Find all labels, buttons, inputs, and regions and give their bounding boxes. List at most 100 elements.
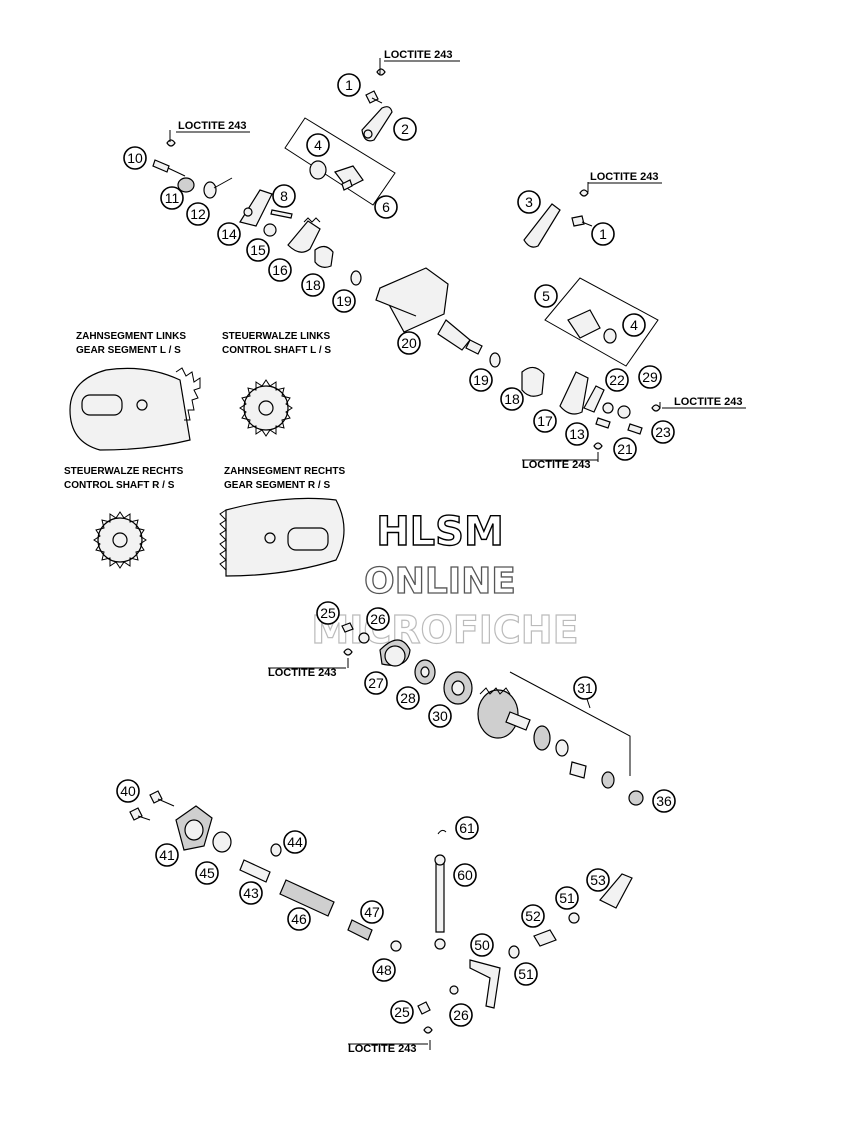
callout-number: 45 [199, 865, 215, 881]
callout-circle [514, 962, 538, 986]
callout-number: 4 [630, 317, 638, 333]
callout-19: 19 [469, 368, 493, 392]
loctite-label: LOCTITE 243 [522, 459, 590, 471]
callout-4: 4 [306, 133, 330, 157]
callout-27: 27 [364, 671, 388, 695]
callout-number: 4 [314, 137, 322, 153]
callout-circle [195, 861, 219, 885]
callout-circle [160, 186, 184, 210]
callout-circle [517, 190, 541, 214]
callout-22: 22 [605, 368, 629, 392]
loctite-label: LOCTITE 243 [384, 49, 452, 61]
callout-47: 47 [360, 900, 384, 924]
reference-sketches [69, 367, 345, 577]
callout-number: 61 [459, 820, 475, 836]
callout-number: 19 [473, 372, 489, 388]
callout-number: 8 [280, 188, 288, 204]
callout-number: 26 [453, 1007, 469, 1023]
callout-circle [393, 117, 417, 141]
callout-28: 28 [396, 686, 420, 710]
callout-circle [239, 881, 263, 905]
callout-number: 29 [642, 369, 658, 385]
callout-circle [186, 202, 210, 226]
callout-16: 16 [268, 258, 292, 282]
callout-19: 19 [332, 289, 356, 313]
callout-number: 1 [345, 77, 353, 93]
callout-23: 23 [651, 420, 675, 444]
callout-number: 48 [376, 962, 392, 978]
part-shapes-middle [341, 622, 644, 806]
callout-circle [364, 671, 388, 695]
callout-circle [586, 868, 610, 892]
callout-number: 60 [457, 867, 473, 883]
caption-control-shaft-right-de: STEUERWALZE RECHTS [64, 466, 184, 477]
callout-circle [217, 222, 241, 246]
callout-1: 1 [591, 222, 615, 246]
callout-25: 25 [316, 601, 340, 625]
callout-number: 1 [599, 226, 607, 242]
callout-51: 51 [555, 886, 579, 910]
callout-circle [652, 789, 676, 813]
callout-number: 25 [320, 605, 336, 621]
callout-number: 18 [305, 277, 321, 293]
callout-number: 52 [525, 908, 541, 924]
callout-11: 11 [160, 186, 184, 210]
callout-circle [651, 420, 675, 444]
callout-circle [622, 313, 646, 337]
callout-number: 47 [364, 904, 380, 920]
callout-circle [360, 900, 384, 924]
callout-circle [605, 368, 629, 392]
callout-number: 18 [504, 391, 520, 407]
callout-18: 18 [301, 273, 325, 297]
loctite-label: LOCTITE 243 [178, 120, 246, 132]
callout-2: 2 [393, 117, 417, 141]
callout-26: 26 [449, 1003, 473, 1027]
callout-number: 22 [609, 372, 625, 388]
part-shapes-bottom [129, 790, 633, 1034]
callout-10: 10 [123, 146, 147, 170]
reference-captions: ZAHNSEGMENT LINKS GEAR SEGMENT L / S STE… [64, 331, 345, 491]
callout-circle [155, 843, 179, 867]
callout-circle [573, 676, 597, 700]
part-shapes-top [152, 68, 661, 450]
callout-1: 1 [337, 73, 361, 97]
callout-circle [613, 437, 637, 461]
callout-30: 30 [428, 704, 452, 728]
callout-12: 12 [186, 202, 210, 226]
callout-14: 14 [217, 222, 241, 246]
loctite-label: LOCTITE 243 [674, 396, 742, 408]
callout-circle [316, 601, 340, 625]
callout-17: 17 [533, 409, 557, 433]
callout-circle [638, 365, 662, 389]
callout-5: 5 [534, 284, 558, 308]
caption-gear-segment-right-en: GEAR SEGMENT R / S [224, 480, 330, 491]
callout-circle [591, 222, 615, 246]
caption-control-shaft-left-en: CONTROL SHAFT L / S [222, 345, 331, 356]
callout-circle [533, 409, 557, 433]
callout-circle [116, 779, 140, 803]
callout-15: 15 [246, 238, 270, 262]
callout-40: 40 [116, 779, 140, 803]
caption-gear-segment-left-en: GEAR SEGMENT L / S [76, 345, 181, 356]
callout-circle [366, 607, 390, 631]
callout-circle [123, 146, 147, 170]
callout-circle [397, 331, 421, 355]
callout-48: 48 [372, 958, 396, 982]
callout-number: 23 [655, 424, 671, 440]
callout-number: 13 [569, 426, 585, 442]
callout-circle [272, 184, 296, 208]
callout-number: 12 [190, 206, 206, 222]
watermark-line1: HLSM [376, 509, 504, 555]
loctite-labels: LOCTITE 243 LOCTITE 243 LOCTITE 243 LOCT… [176, 49, 746, 1055]
callout-circle [306, 133, 330, 157]
callout-45: 45 [195, 861, 219, 885]
callout-20: 20 [397, 331, 421, 355]
callout-number: 51 [518, 966, 534, 982]
callout-number: 46 [291, 911, 307, 927]
callout-number: 21 [617, 441, 633, 457]
callout-13: 13 [565, 422, 589, 446]
callout-18: 18 [500, 387, 524, 411]
callout-number: 40 [120, 783, 136, 799]
callout-circle [453, 863, 477, 887]
